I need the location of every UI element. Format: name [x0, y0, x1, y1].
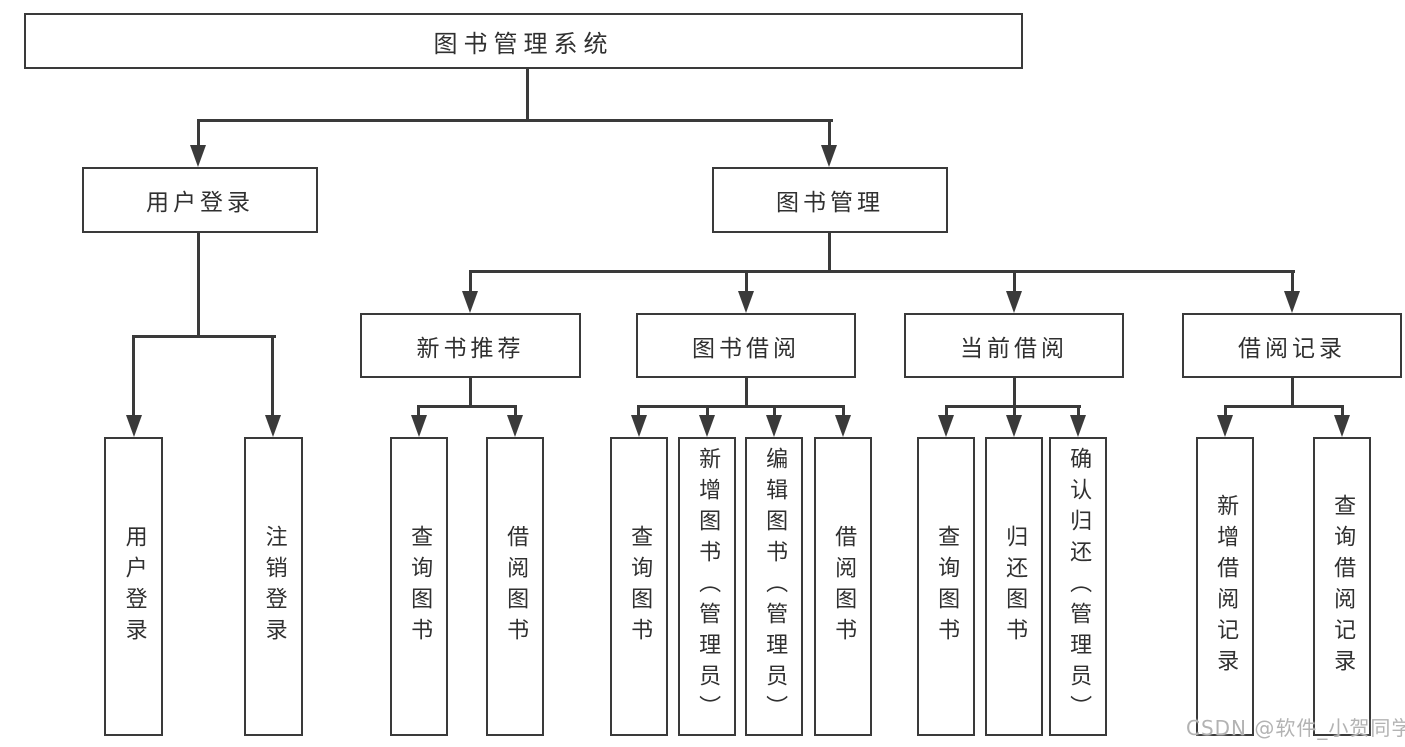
node-borrow-books-2: 借阅图书: [814, 437, 872, 736]
connector-line: [1224, 405, 1344, 408]
connector-line: [526, 69, 529, 121]
connector-line: [197, 119, 833, 122]
node-user-login: 用户登录: [82, 167, 318, 233]
connector-line: [469, 270, 1295, 273]
arrow-down-icon: [1334, 415, 1350, 437]
node-label: 新增借阅记录: [1213, 493, 1239, 680]
connector-line: [842, 405, 845, 417]
arrow-down-icon: [1070, 415, 1086, 437]
node-logout-op: 注销登录: [244, 437, 303, 736]
connector-line: [197, 233, 200, 337]
node-label: 归还图书: [1002, 524, 1028, 649]
connector-line: [197, 119, 200, 147]
arrow-down-icon: [938, 415, 954, 437]
connector-line: [469, 378, 472, 407]
arrow-down-icon: [835, 415, 851, 437]
connector-line: [417, 405, 420, 417]
connector-line: [1013, 405, 1016, 417]
node-return-books: 归还图书: [985, 437, 1043, 736]
node-borrow-books: 借阅图书: [486, 437, 544, 736]
connector-line: [417, 405, 517, 408]
node-label: 确认归还（管理员）: [1066, 447, 1092, 726]
arrow-down-icon: [411, 415, 427, 437]
arrow-down-icon: [738, 291, 754, 313]
node-label: 查询借阅记录: [1330, 493, 1356, 680]
arrow-down-icon: [126, 415, 142, 437]
node-new-book-recommendation: 新书推荐: [360, 313, 581, 378]
connector-line: [745, 270, 748, 292]
node-library-management-system: 图书管理系统: [24, 13, 1023, 69]
node-add-books-admin: 新增图书（管理员）: [678, 437, 736, 736]
arrow-down-icon: [1284, 291, 1300, 313]
connector-line: [637, 405, 640, 417]
node-label: 借阅图书: [503, 524, 529, 649]
node-query-books: 查询图书: [390, 437, 448, 736]
arrow-down-icon: [1006, 415, 1022, 437]
node-label: 查询图书: [934, 524, 960, 649]
connector-line: [1013, 270, 1016, 292]
arrow-down-icon: [190, 145, 206, 167]
node-label: 新增图书（管理员）: [695, 447, 721, 726]
arrow-down-icon: [265, 415, 281, 437]
connector-line: [1013, 378, 1016, 407]
node-label: 用户登录: [121, 524, 147, 649]
arrow-down-icon: [699, 415, 715, 437]
connector-line: [1291, 270, 1294, 292]
node-query-books-3: 查询图书: [917, 437, 975, 736]
node-label: 借阅图书: [831, 524, 857, 649]
connector-line: [945, 405, 948, 417]
arrow-down-icon: [766, 415, 782, 437]
node-book-management: 图书管理: [712, 167, 948, 233]
connector-line: [132, 335, 276, 338]
node-add-borrow-record: 新增借阅记录: [1196, 437, 1254, 736]
node-query-borrow-record: 查询借阅记录: [1313, 437, 1371, 736]
arrow-down-icon: [1006, 291, 1022, 313]
node-edit-books-admin: 编辑图书（管理员）: [745, 437, 803, 736]
arrow-down-icon: [462, 291, 478, 313]
arrow-down-icon: [821, 145, 837, 167]
node-book-borrowing: 图书借阅: [636, 313, 856, 378]
node-label: 查询图书: [407, 524, 433, 649]
arrow-down-icon: [631, 415, 647, 437]
node-user-login-op: 用户登录: [104, 437, 163, 736]
arrow-down-icon: [507, 415, 523, 437]
connector-line: [1291, 378, 1294, 407]
connector-line: [132, 335, 135, 415]
connector-line: [828, 119, 831, 147]
node-borrowing-records: 借阅记录: [1182, 313, 1402, 378]
connector-line: [1077, 405, 1080, 417]
node-label: 编辑图书（管理员）: [762, 447, 788, 726]
node-current-borrowing: 当前借阅: [904, 313, 1124, 378]
connector-line: [271, 335, 274, 415]
csdn-watermark: CSDN @软件_小贺同学: [1186, 716, 1405, 740]
connector-line: [1341, 405, 1344, 417]
node-confirm-return-admin: 确认归还（管理员）: [1049, 437, 1107, 736]
node-query-books-2: 查询图书: [610, 437, 668, 736]
connector-line: [706, 405, 709, 417]
arrow-down-icon: [1217, 415, 1233, 437]
node-label: 查询图书: [627, 524, 653, 649]
connector-line: [828, 233, 831, 273]
node-label: 注销登录: [261, 524, 287, 649]
connector-line: [745, 378, 748, 407]
connector-line: [1224, 405, 1227, 417]
connector-line: [773, 405, 776, 417]
connector-line: [514, 405, 517, 417]
connector-line: [637, 405, 845, 408]
connector-line: [469, 270, 472, 292]
